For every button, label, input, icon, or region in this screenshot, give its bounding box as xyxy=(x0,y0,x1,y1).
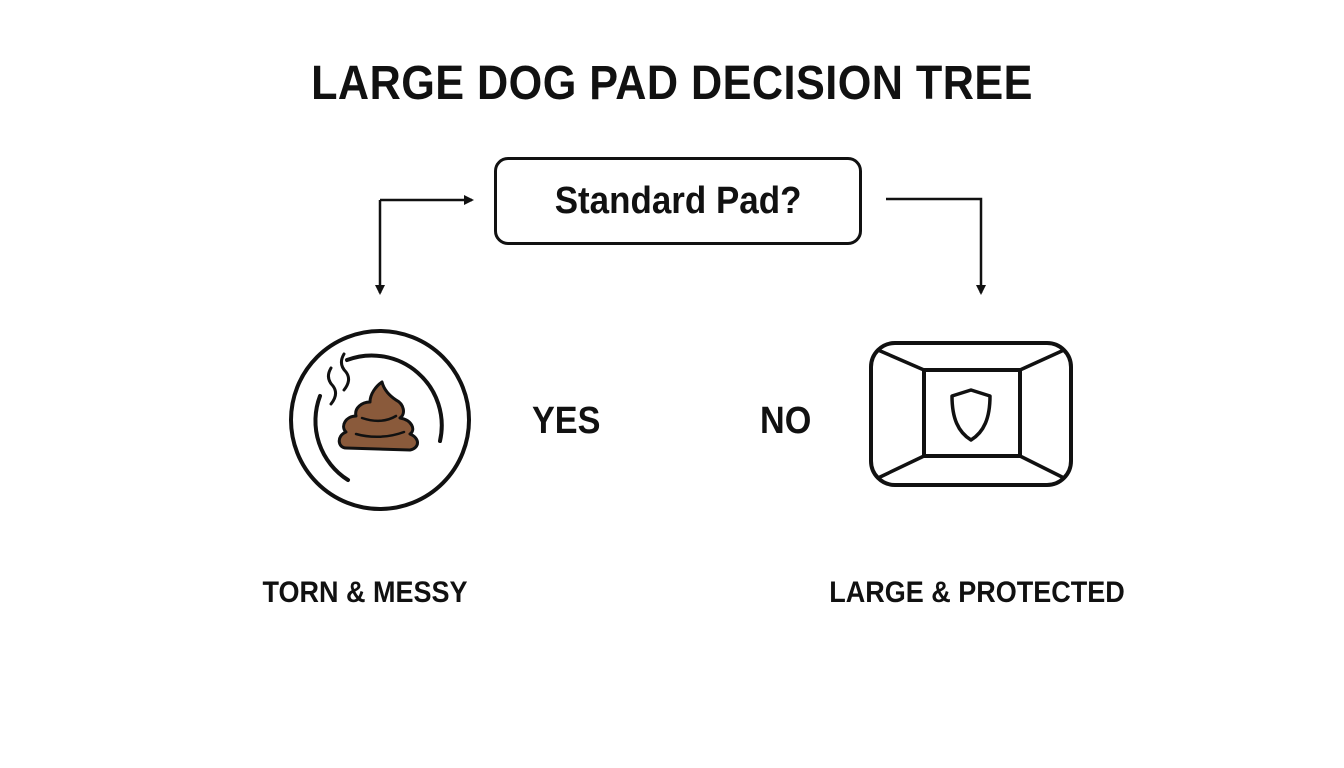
decision-node-label: Standard Pad? xyxy=(554,179,802,222)
shield-icon xyxy=(950,388,992,442)
answer-yes: YES xyxy=(532,400,601,442)
answer-no: NO xyxy=(760,400,812,442)
page-title: LARGE DOG PAD DECISION TREE xyxy=(311,57,1033,110)
decision-node-standard-pad[interactable]: Standard Pad? xyxy=(494,157,862,245)
outcome-large-protected: LARGE & PROTECTED xyxy=(829,576,1125,609)
shield-pad-icon xyxy=(868,340,1074,488)
connector-right-down xyxy=(886,197,986,295)
poop-icon xyxy=(286,326,474,514)
outcome-torn-messy: TORN & MESSY xyxy=(262,576,468,609)
